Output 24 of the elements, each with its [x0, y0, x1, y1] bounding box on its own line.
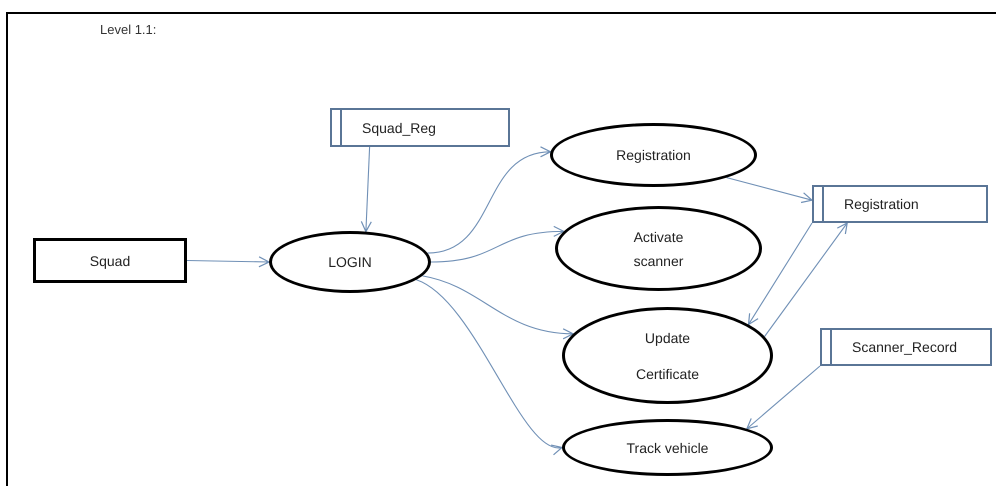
arrow [360, 146, 372, 232]
arrow [416, 279, 563, 452]
node-label: LOGIN [328, 253, 372, 272]
data-store [330, 108, 510, 147]
arrow [748, 222, 812, 326]
arrow [187, 256, 270, 268]
node-label: Squad [90, 252, 130, 271]
arrow [428, 148, 552, 254]
node-label: Squad_Reg [362, 118, 436, 138]
node-label: Scanner_Record [852, 338, 958, 357]
data-store [812, 185, 988, 223]
node-label: Registration [616, 146, 691, 165]
arrow [746, 366, 820, 430]
node-label: Registration [844, 195, 919, 214]
arrow [726, 177, 813, 204]
entity-box [33, 238, 187, 283]
arrow [422, 275, 574, 339]
arrow [430, 226, 564, 263]
node-label: Track vehicle [626, 438, 708, 458]
arrow [764, 222, 848, 337]
node-label: Activate scanner [632, 228, 684, 270]
diagram-title: Level 1.1: [100, 21, 156, 39]
data-store [820, 328, 992, 366]
node-label: Update Certificate [634, 328, 700, 384]
